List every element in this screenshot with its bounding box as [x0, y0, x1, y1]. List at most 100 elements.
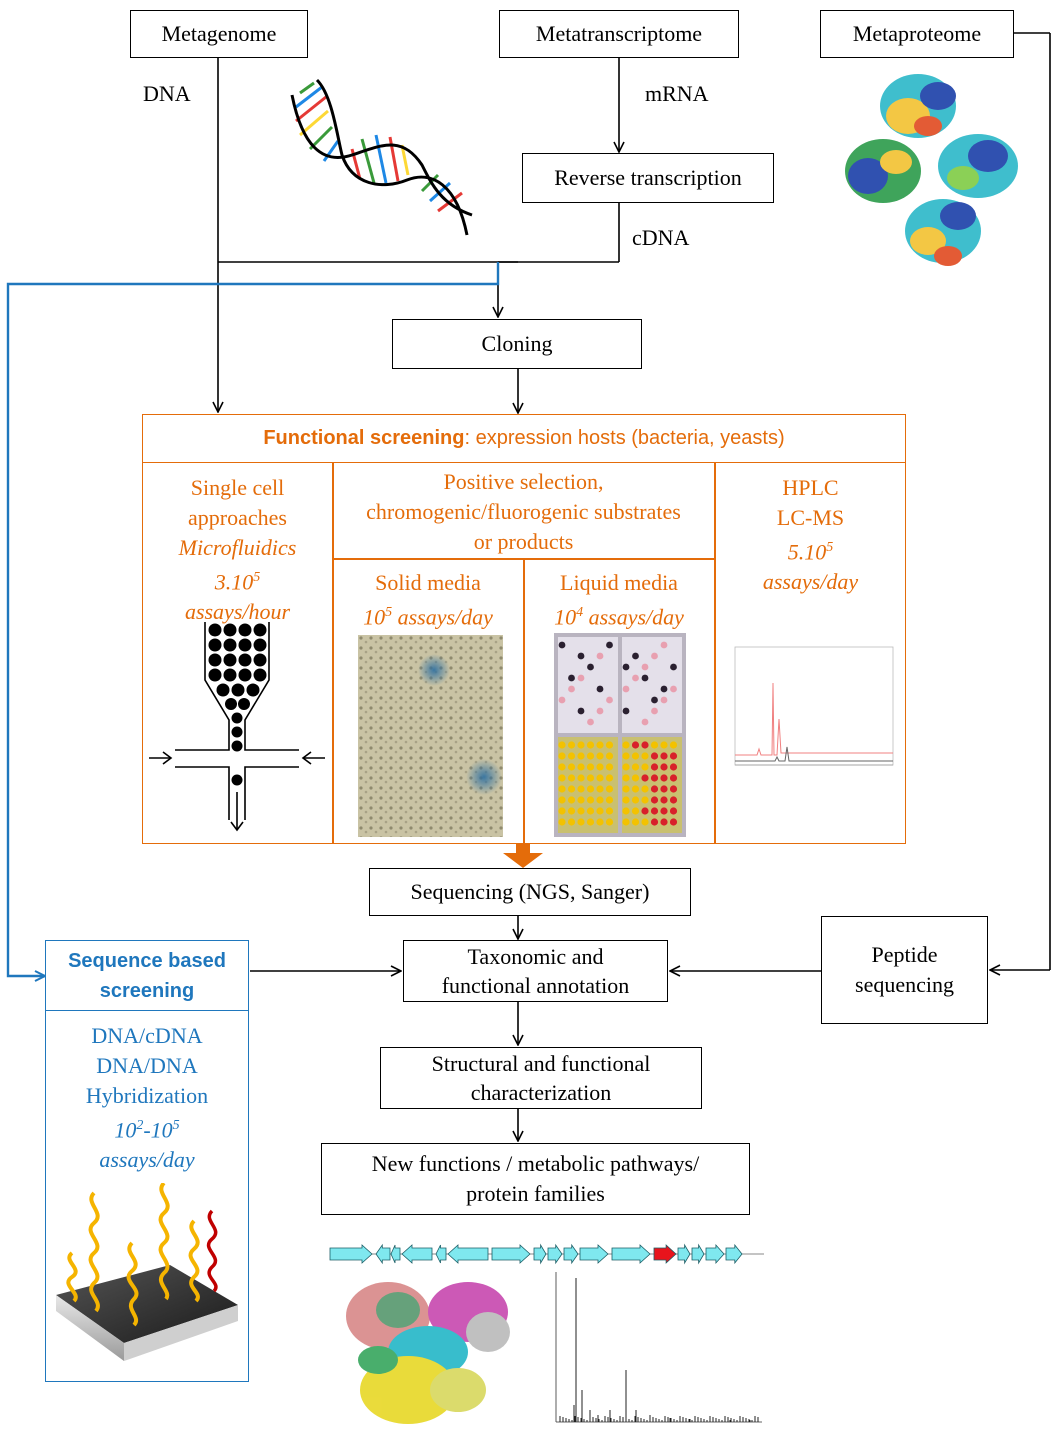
- metaproteome-node: Metaproteome: [820, 10, 1014, 58]
- rate-sep: -10: [143, 1117, 173, 1143]
- gene-arrow: [547, 1243, 563, 1265]
- reverse-transcription-label: Reverse transcription: [554, 165, 742, 190]
- cloning-node: Cloning: [392, 319, 642, 369]
- gene-arrow: [579, 1244, 609, 1264]
- liquid-media-wellplates-image: [554, 633, 686, 837]
- rate-a-exp: 2: [136, 1118, 144, 1133]
- rate-exp: 5: [253, 570, 261, 585]
- rate-unit: assays/hour: [184, 599, 291, 625]
- reverse-transcription-node: Reverse transcription: [522, 153, 774, 203]
- characterization-line-2: characterization: [470, 1080, 612, 1105]
- peptide-sequencing-node: Peptide sequencing: [821, 916, 988, 1024]
- hplc-rate: 5.105: [716, 533, 905, 567]
- rate-unit: assays/day: [762, 569, 859, 595]
- microfluidics-label: Microfluidics: [178, 535, 297, 560]
- functional-screening-title-rest: : expression hosts (bacteria, yeasts): [464, 427, 785, 449]
- rate-base: 3.10: [214, 569, 254, 595]
- annotation-node: Taxonomic and functional annotation: [403, 940, 668, 1002]
- liquid-media-label: Liquid media: [560, 570, 678, 595]
- solid-media-label: Solid media: [375, 570, 481, 595]
- column-divider: [523, 559, 525, 843]
- annotation-line-2: functional annotation: [441, 973, 630, 998]
- positive-selection-line-2: chromogenic/fluorogenic substrates: [366, 499, 681, 524]
- hplc-label: HPLC: [782, 475, 839, 500]
- new-functions-node: New functions / metabolic pathways/ prot…: [321, 1143, 750, 1215]
- gene-arrow: [677, 1243, 691, 1265]
- sequence-screening-title-line-2: screening: [99, 979, 195, 1002]
- annotation-line-1: Taxonomic and: [467, 944, 604, 969]
- rate-unit: assays/day: [99, 1147, 195, 1173]
- gene-arrow: [705, 1243, 725, 1265]
- single-cell-text: Single cell approaches Microfluidics 3.1…: [143, 473, 332, 627]
- sequence-screening-title-line-1: Sequence based: [68, 949, 226, 972]
- sequence-screening-panel: Sequence based screening DNA/cDNA DNA/DN…: [45, 940, 249, 1382]
- metaproteome-label: Metaproteome: [852, 21, 982, 46]
- dna-helix-image: [290, 78, 473, 236]
- mrna-edge-label: mRNA: [645, 81, 709, 106]
- functional-screening-title: Functional screening : expression hosts …: [143, 415, 905, 463]
- rate-exp: 5: [385, 605, 393, 620]
- gene-arrow: [691, 1243, 705, 1265]
- dna-edge-label: DNA: [143, 81, 191, 106]
- sequence-screening-rate: 102-105: [46, 1111, 248, 1145]
- rate-a: 10: [114, 1117, 137, 1143]
- gene-arrow: [725, 1243, 743, 1265]
- gene-arrow: [653, 1244, 677, 1264]
- sequencing-label: Sequencing (NGS, Sanger): [410, 879, 650, 904]
- single-cell-rate: 3.105: [143, 563, 332, 597]
- solid-media-plate-image: [358, 635, 503, 837]
- gene-cluster-image: [329, 1243, 764, 1265]
- single-cell-line-1: Single cell: [190, 475, 285, 500]
- peptide-line-2: sequencing: [855, 972, 954, 997]
- positive-selection-line-1: Positive selection,: [443, 469, 604, 494]
- peptide-line-1: Peptide: [871, 942, 938, 967]
- gene-arrow: [401, 1244, 433, 1264]
- metagenome-label: Metagenome: [161, 21, 277, 46]
- hplc-chromatogram-image: [734, 646, 894, 766]
- liquid-media-rate: 104 assays/day: [524, 598, 714, 632]
- rate-base: 10: [554, 604, 577, 630]
- rate-b-exp: 5: [172, 1118, 180, 1133]
- solid-media-text: Solid media 105 assays/day: [333, 568, 523, 632]
- positive-selection-text: Positive selection, chromogenic/fluoroge…: [333, 467, 714, 557]
- hplc-text: HPLC LC-MS 5.105 assays/day: [716, 473, 905, 597]
- rate-base: 5.10: [787, 539, 827, 565]
- rate-unit: assays/day: [392, 604, 493, 630]
- solid-media-rate: 105 assays/day: [333, 598, 523, 632]
- metatranscriptome-node: Metatranscriptome: [499, 10, 739, 58]
- protein-structures-image: [845, 74, 1018, 266]
- characterization-line-1: Structural and functional: [431, 1051, 651, 1076]
- new-functions-line-1: New functions / metabolic pathways/: [371, 1151, 700, 1176]
- gene-arrow: [611, 1244, 651, 1264]
- metatranscriptome-label: Metatranscriptome: [535, 21, 703, 46]
- gene-arrow: [329, 1244, 373, 1264]
- gene-arrow: [563, 1243, 579, 1265]
- gene-arrow: [375, 1243, 391, 1265]
- characterization-node: Structural and functional characterizati…: [380, 1047, 702, 1109]
- functional-screening-panel: Functional screening : expression hosts …: [142, 414, 906, 844]
- gene-arrow: [491, 1244, 531, 1264]
- single-cell-line-2: approaches: [188, 505, 287, 530]
- metagenome-node: Metagenome: [130, 10, 308, 58]
- sequencing-node: Sequencing (NGS, Sanger): [369, 868, 691, 916]
- cdna-edge-label: cDNA: [632, 225, 690, 250]
- functional-screening-title-bold: Functional screening: [263, 427, 465, 449]
- gene-arrow: [447, 1244, 489, 1264]
- new-functions-line-2: protein families: [466, 1181, 605, 1206]
- rate-exp: 5: [826, 540, 834, 555]
- lcms-label: LC-MS: [776, 505, 845, 530]
- column-divider: [714, 463, 716, 843]
- dna-dna-label: DNA/DNA: [96, 1053, 198, 1078]
- hybridization-label: Hybridization: [85, 1083, 209, 1108]
- row-divider: [333, 558, 714, 560]
- gene-arrow: [435, 1244, 447, 1264]
- gene-arrow: [390, 1244, 401, 1264]
- hybridization-chip-image: [56, 1183, 238, 1361]
- positive-selection-line-3: or products: [473, 529, 574, 554]
- sequence-screening-text: DNA/cDNA DNA/DNA Hybridization 102-105 a…: [46, 1021, 248, 1175]
- rate-unit: assays/day: [583, 604, 684, 630]
- microfluidics-device-image: [149, 622, 325, 832]
- protein-structure-image: [346, 1282, 510, 1424]
